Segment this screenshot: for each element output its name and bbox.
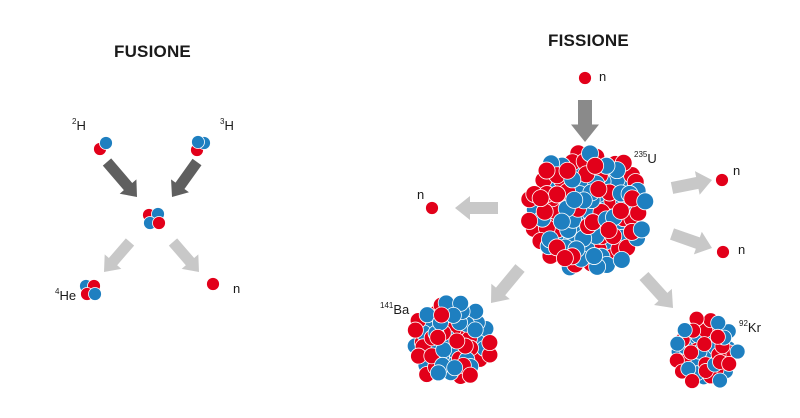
deuterium-mass-number: 2 <box>72 117 77 126</box>
barium-nucleus <box>406 294 499 385</box>
neutron-ball <box>710 315 727 331</box>
released-neutron-label-upper-right: n <box>733 163 741 178</box>
proton-ball <box>520 212 539 230</box>
uranium-label: 235U <box>634 150 657 166</box>
arrows-layer <box>102 100 713 308</box>
arrow-neutron-out-left <box>455 196 498 220</box>
released-neutron-label-lower-right: n <box>738 242 746 257</box>
neutron-ball <box>585 247 604 265</box>
proton-ball <box>152 216 166 230</box>
proton-ball <box>611 201 630 220</box>
deuterium-nucleus <box>93 136 113 156</box>
helium-symbol: He <box>59 288 77 303</box>
arrow-deuterium-in <box>102 158 137 197</box>
proton-ball <box>589 180 608 199</box>
neutron-ball <box>191 135 205 149</box>
arrow-krypton-out <box>639 271 673 308</box>
neutron-ball <box>676 322 693 339</box>
neutron-ball <box>636 192 655 211</box>
tritium-mass-number: 3 <box>220 117 225 126</box>
proton-ball <box>684 373 700 389</box>
arrow-helium-out <box>103 238 135 273</box>
neutron-ball <box>552 212 571 231</box>
proton-ball <box>555 249 574 268</box>
neutron-ball <box>632 220 651 239</box>
proton-ball <box>558 161 577 180</box>
proton-ball <box>599 221 618 239</box>
neutron-ball <box>729 343 746 360</box>
proton-ball <box>433 306 450 324</box>
incoming-neutron-label: n <box>599 69 607 84</box>
proton-ball <box>683 344 699 361</box>
helium-mass-number: 4 <box>55 287 60 296</box>
fusion-neutron-label: n <box>233 281 241 296</box>
arrow-neutron-out-lower-right <box>670 228 712 255</box>
deuterium-symbol: H <box>76 118 86 133</box>
neutron-ball <box>466 321 484 339</box>
neutron-ball <box>565 190 584 209</box>
nuclei-layer <box>79 71 746 389</box>
proton-ball <box>461 366 479 384</box>
released-neutron-label-left: n <box>417 187 425 202</box>
fusion-neutron <box>206 277 220 291</box>
tritium-label: 3H <box>220 117 234 133</box>
krypton-mass-number: 92 <box>739 319 748 328</box>
neutron-ball <box>712 372 728 389</box>
deuterium-label: 2H <box>72 117 86 133</box>
proton-ball <box>448 332 466 350</box>
arrow-neutron-into-uranium <box>571 100 599 142</box>
helium-label: 4He <box>55 287 77 303</box>
proton-ball <box>425 201 439 215</box>
proton-ball <box>586 156 605 175</box>
barium-symbol: Ba <box>393 302 410 317</box>
proton-ball <box>721 355 738 372</box>
krypton-nucleus <box>668 310 746 389</box>
barium-mass-number: 141 <box>380 301 394 310</box>
tritium-symbol: H <box>224 118 234 133</box>
fusion-title: FUSIONE <box>114 42 191 61</box>
proton-ball <box>206 277 220 291</box>
proton-ball <box>709 328 726 345</box>
released-neutron-lower-right <box>716 245 730 259</box>
krypton-label: 92Kr <box>739 319 761 335</box>
fission-title: FISSIONE <box>548 31 629 50</box>
proton-ball <box>407 321 424 339</box>
neutron-ball <box>88 287 102 301</box>
released-neutron-left <box>425 201 439 215</box>
uranium-symbol: U <box>647 151 657 166</box>
fusion-intermediate-nucleus <box>142 207 166 230</box>
neutron-ball <box>429 364 447 382</box>
neutron-ball <box>99 136 113 150</box>
proton-ball <box>715 173 729 187</box>
proton-ball <box>537 161 556 180</box>
proton-ball <box>696 336 713 352</box>
arrow-neutron-out-upper-right <box>670 171 713 195</box>
arrow-tritium-in <box>171 158 202 197</box>
uranium-nucleus <box>520 144 655 277</box>
proton-ball <box>531 189 550 208</box>
proton-ball <box>578 71 592 85</box>
neutron-ball <box>612 250 631 269</box>
proton-ball <box>481 334 499 352</box>
proton-ball <box>429 328 447 346</box>
tritium-nucleus <box>190 135 211 157</box>
krypton-symbol: Kr <box>747 320 761 335</box>
arrow-fusion-neutron-out <box>168 238 200 273</box>
neutron-ball <box>669 335 686 352</box>
helium-nucleus <box>79 279 102 301</box>
arrow-barium-out <box>490 264 525 304</box>
barium-label: 141Ba <box>380 301 410 317</box>
released-neutron-upper-right <box>715 173 729 187</box>
proton-ball <box>716 245 730 259</box>
proton-ball <box>548 185 566 204</box>
uranium-mass-number: 235 <box>634 150 648 159</box>
incoming-neutron <box>578 71 592 85</box>
neutron-ball <box>446 359 464 377</box>
